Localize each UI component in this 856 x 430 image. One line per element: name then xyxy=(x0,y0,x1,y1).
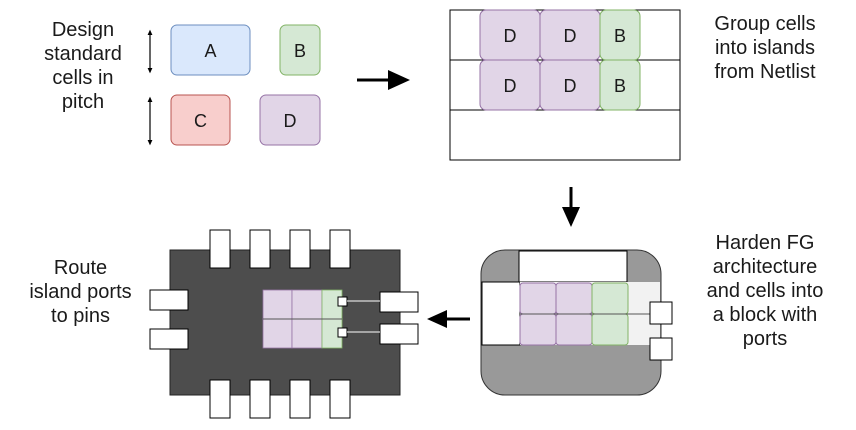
block-port-2 xyxy=(649,337,673,361)
cell-d-label: D xyxy=(284,111,297,131)
cell-d: D xyxy=(259,94,321,146)
island-row-2: D D B xyxy=(479,59,641,111)
chip-pin-bottom-2 xyxy=(249,379,271,419)
cell-c-label: C xyxy=(194,111,207,131)
arrow-right xyxy=(357,70,410,90)
chip-island-port-1 xyxy=(337,296,348,307)
chip-pin-bottom-4 xyxy=(329,379,351,419)
island-r1-cell-1: D xyxy=(504,26,517,46)
cell-c: C xyxy=(170,94,231,146)
chip-package xyxy=(149,229,419,419)
chip-pin-right-1 xyxy=(379,291,419,313)
step3-caption: Harden FG architecture and cells into a … xyxy=(706,232,824,350)
chip-pin-bottom-3 xyxy=(289,379,311,419)
hardened-block xyxy=(480,249,673,396)
chip-pin-left-2 xyxy=(149,328,189,350)
cell-b: B xyxy=(279,24,321,76)
step1-caption: Design standard cells in pitch xyxy=(44,19,122,113)
island-grid: D D B D D B xyxy=(449,9,681,161)
island-r1-cell-3: B xyxy=(614,26,626,46)
chip-pin-left-1 xyxy=(149,289,189,311)
chip-pin-top-3 xyxy=(289,229,311,269)
chip-pin-top-1 xyxy=(209,229,231,269)
step2-caption: Group cells into islands from Netlist xyxy=(714,13,816,83)
cell-a-label: A xyxy=(204,41,216,61)
chip-island xyxy=(262,289,348,349)
chip-pin-top-2 xyxy=(249,229,271,269)
chip-pin-bottom-1 xyxy=(209,379,231,419)
block-port-1 xyxy=(649,301,673,325)
arrow-left xyxy=(427,310,470,328)
island-row-1: D D B xyxy=(479,9,641,61)
island-r2-cell-3: B xyxy=(614,76,626,96)
arrow-down xyxy=(562,187,580,227)
island-r1-cell-2: D xyxy=(564,26,577,46)
chip-pin-right-2 xyxy=(379,323,419,345)
block-island xyxy=(519,282,660,346)
chip-island-port-2 xyxy=(337,327,348,338)
chip-pin-top-4 xyxy=(329,229,351,269)
cell-a: A xyxy=(170,24,251,76)
cell-b-label: B xyxy=(294,41,306,61)
island-r2-cell-1: D xyxy=(504,76,517,96)
step4-caption: Route island ports to pins xyxy=(29,257,132,327)
island-r2-cell-2: D xyxy=(564,76,577,96)
